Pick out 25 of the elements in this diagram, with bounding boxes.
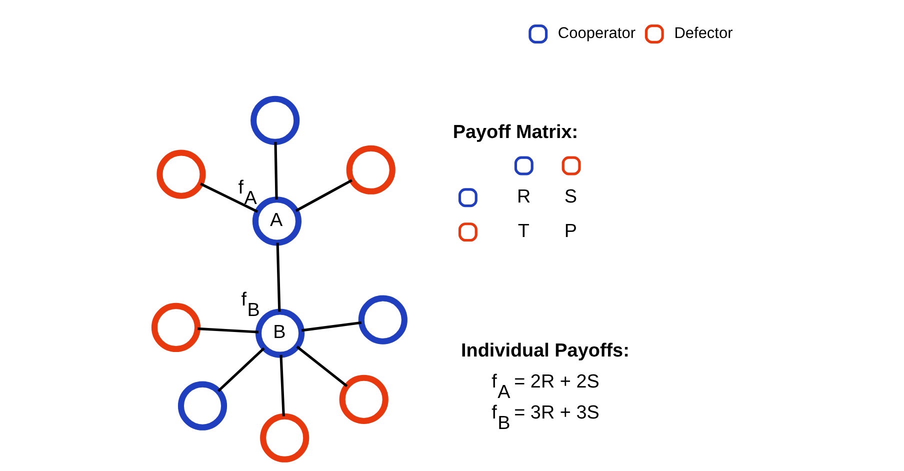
node-circle bbox=[339, 374, 388, 424]
node-circle bbox=[260, 413, 310, 462]
connector bbox=[200, 182, 258, 213]
node-circle bbox=[151, 302, 201, 352]
connector bbox=[295, 179, 352, 212]
connector bbox=[274, 142, 278, 200]
node-circle bbox=[250, 96, 300, 145]
legend-label: Defector bbox=[674, 24, 733, 42]
node-circle bbox=[156, 150, 206, 199]
label: P bbox=[564, 220, 578, 242]
connector bbox=[301, 321, 362, 332]
label: R bbox=[517, 186, 531, 208]
label: T bbox=[518, 220, 530, 242]
node-circle bbox=[358, 295, 408, 344]
connector bbox=[276, 242, 281, 312]
connector bbox=[217, 347, 265, 392]
legend-label: Cooperator bbox=[558, 24, 636, 42]
label: S bbox=[564, 186, 578, 208]
connector bbox=[280, 354, 285, 416]
node-circle bbox=[346, 145, 396, 194]
label: Payoff Matrix: bbox=[452, 122, 578, 143]
label: Individual Payoffs: bbox=[461, 340, 630, 362]
node-circle bbox=[178, 381, 228, 430]
connector bbox=[197, 327, 259, 334]
connector bbox=[296, 346, 348, 388]
